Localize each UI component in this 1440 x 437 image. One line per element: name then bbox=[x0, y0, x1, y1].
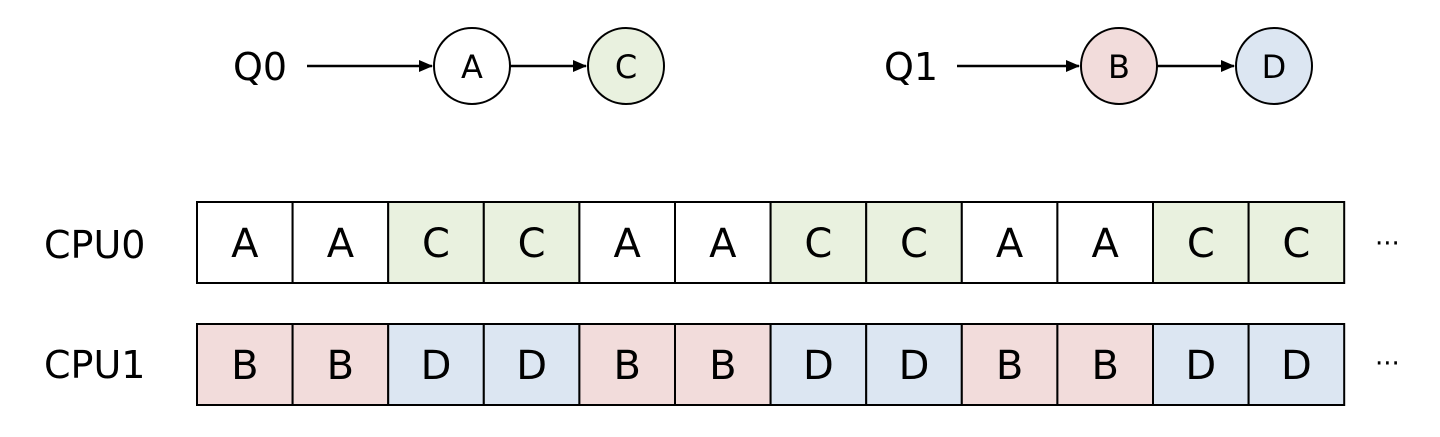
slot-cell-a: A bbox=[1056, 201, 1155, 284]
slot-box bbox=[865, 201, 963, 284]
slot-cell-b: B bbox=[674, 323, 772, 406]
slot-box bbox=[1247, 201, 1346, 284]
slot-box bbox=[291, 201, 390, 284]
slot-cell-b: B bbox=[291, 323, 390, 406]
slot-box bbox=[1152, 323, 1250, 406]
slot-box bbox=[196, 201, 294, 284]
slot-label: B bbox=[709, 343, 736, 389]
queue-node-b: B bbox=[1080, 27, 1158, 105]
slot-cell-a: A bbox=[674, 201, 772, 284]
slot-label: B bbox=[327, 343, 354, 389]
slot-label: A bbox=[231, 221, 259, 267]
cpu-label: CPU1 bbox=[44, 343, 145, 387]
slot-label: D bbox=[421, 343, 452, 389]
slot-cell-c: C bbox=[769, 201, 868, 284]
queue-q0: Q0 A C bbox=[233, 27, 665, 105]
queue-node-a: A bbox=[433, 27, 511, 105]
slot-cell-a: A bbox=[196, 201, 294, 284]
slot-cell-d: D bbox=[769, 323, 868, 406]
slot-box bbox=[960, 323, 1059, 406]
node-label: D bbox=[1262, 48, 1287, 86]
slot-box bbox=[578, 201, 677, 284]
slot-box bbox=[482, 323, 581, 406]
slot-label: A bbox=[327, 221, 355, 267]
slot-label: B bbox=[996, 343, 1023, 389]
slot-box bbox=[674, 323, 772, 406]
node-label: B bbox=[1108, 48, 1130, 86]
queue-q1: Q1 B D bbox=[884, 27, 1313, 105]
slot-box bbox=[674, 201, 772, 284]
slot-label: D bbox=[803, 343, 834, 389]
slot-cell-b: B bbox=[960, 323, 1059, 406]
slot-box bbox=[1247, 323, 1346, 406]
node-label: A bbox=[461, 48, 483, 86]
node-label: C bbox=[615, 48, 637, 86]
slot-cell-d: D bbox=[387, 323, 485, 406]
slot-cell-d: D bbox=[865, 323, 963, 406]
slot-label: B bbox=[613, 343, 640, 389]
slot-box bbox=[865, 323, 963, 406]
slot-label: D bbox=[899, 343, 930, 389]
slot-box bbox=[1056, 323, 1155, 406]
slot-cell-c: C bbox=[865, 201, 963, 284]
slot-cell-d: D bbox=[1152, 323, 1250, 406]
slot-label: A bbox=[709, 221, 737, 267]
queue-node-c: C bbox=[587, 27, 665, 105]
slot-label: D bbox=[1185, 343, 1216, 389]
slot-box bbox=[1152, 201, 1250, 284]
slot-box bbox=[291, 323, 390, 406]
cpu-label: CPU0 bbox=[44, 223, 145, 267]
slot-box bbox=[196, 323, 294, 406]
slot-label: A bbox=[614, 221, 642, 267]
slot-label: C bbox=[804, 221, 832, 267]
slot-label: A bbox=[996, 221, 1024, 267]
node-circle bbox=[1235, 27, 1313, 105]
slot-label: C bbox=[1282, 221, 1310, 267]
slot-box bbox=[387, 323, 485, 406]
ellipsis: ··· bbox=[1375, 229, 1400, 259]
slot-cell-c: C bbox=[1152, 201, 1250, 284]
slot-label: B bbox=[231, 343, 258, 389]
slot-box bbox=[1056, 201, 1155, 284]
slot-cell-a: A bbox=[960, 201, 1059, 284]
slot-label: C bbox=[518, 221, 546, 267]
slot-cell-c: C bbox=[482, 201, 581, 284]
queue-label: Q0 bbox=[233, 45, 287, 89]
slot-cell-a: A bbox=[578, 201, 677, 284]
slot-label: B bbox=[1091, 343, 1118, 389]
slot-cell-b: B bbox=[578, 323, 677, 406]
slot-label: C bbox=[900, 221, 928, 267]
queue-node-d: D bbox=[1235, 27, 1313, 105]
slot-box bbox=[387, 201, 485, 284]
slot-box bbox=[769, 201, 868, 284]
node-circle bbox=[587, 27, 665, 105]
cpu0-timeline: CPU0 A A C C A A C C A A C C ··· bbox=[44, 201, 1400, 284]
cpu1-timeline: CPU1 B B D D B B D D B B D D ··· bbox=[44, 323, 1400, 406]
slot-box bbox=[960, 201, 1059, 284]
slot-label: C bbox=[422, 221, 450, 267]
slot-cell-a: A bbox=[291, 201, 390, 284]
queue-label: Q1 bbox=[884, 45, 938, 89]
slot-label: D bbox=[516, 343, 547, 389]
slot-cell-c: C bbox=[387, 201, 485, 284]
slot-cell-c: C bbox=[1247, 201, 1346, 284]
slot-cell-d: D bbox=[482, 323, 581, 406]
slot-label: D bbox=[1281, 343, 1312, 389]
slot-label: A bbox=[1092, 221, 1120, 267]
ellipsis: ··· bbox=[1375, 349, 1400, 379]
slot-box bbox=[769, 323, 868, 406]
slot-cell-d: D bbox=[1247, 323, 1346, 406]
slot-label: C bbox=[1187, 221, 1215, 267]
slot-cell-b: B bbox=[1056, 323, 1155, 406]
slot-cell-b: B bbox=[196, 323, 294, 406]
